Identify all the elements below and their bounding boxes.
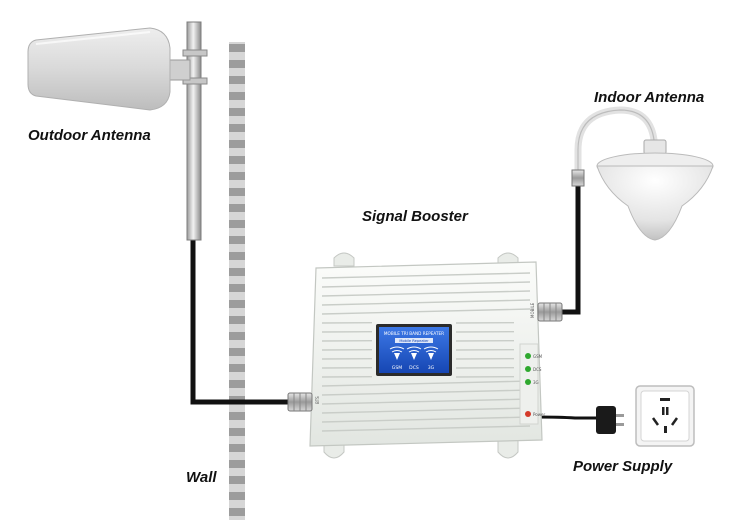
band-label-3g: 3G <box>428 365 435 371</box>
signal-booster-device: GSM DCS 3G Power MOBILE TRI BAND REPEATE… <box>288 253 562 458</box>
wall <box>229 42 245 520</box>
indicator-label-dcs: DCS <box>533 367 542 372</box>
lcd-subtitle: Mobile Repeater <box>399 339 429 343</box>
wall-label: Wall <box>186 469 217 486</box>
indicator-label-3g: 3G <box>533 380 539 385</box>
mobile-port-label: MOBILE <box>530 302 535 318</box>
led-3g <box>525 379 531 385</box>
power-supply-label: Power Supply <box>573 458 672 475</box>
wall-socket-icon <box>636 386 694 446</box>
band-label-gsm: GSM <box>392 365 402 371</box>
led-dcs <box>525 366 531 372</box>
mobile-port: MOBILE <box>530 302 562 321</box>
power-cable <box>535 417 597 418</box>
indicator-label-power: Power <box>533 412 545 417</box>
indoor-cable <box>556 186 578 312</box>
antenna-mast <box>168 22 207 240</box>
lcd-title: MOBILE TRI BAND REPEATER <box>384 331 444 336</box>
lcd-panel: MOBILE TRI BAND REPEATER Mobile Repeater… <box>376 324 452 376</box>
led-power <box>525 411 531 417</box>
bts-port-label: BTS <box>315 396 320 404</box>
indoor-antenna-label: Indoor Antenna <box>594 89 704 106</box>
indoor-antenna-icon <box>572 110 713 240</box>
outdoor-antenna-icon <box>28 28 170 110</box>
power-adapter-icon <box>596 406 624 434</box>
indicator-label-gsm: GSM <box>533 354 543 359</box>
band-label-dcs: DCS <box>409 365 419 371</box>
led-gsm <box>525 353 531 359</box>
outdoor-antenna-label: Outdoor Antenna <box>28 127 151 144</box>
signal-booster-label: Signal Booster <box>362 208 468 225</box>
